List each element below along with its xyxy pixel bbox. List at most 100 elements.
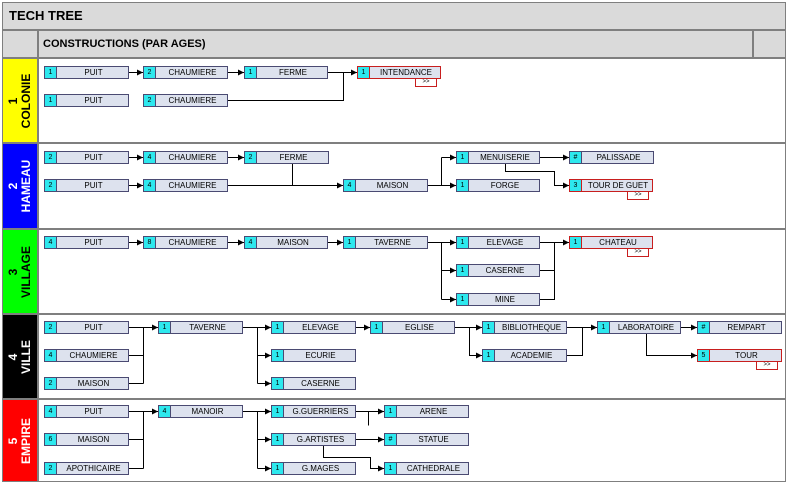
building-node[interactable]: 4 MAISON — [244, 236, 328, 249]
node-label: ELEVAGE — [302, 323, 339, 332]
count-badge: 2 — [144, 67, 156, 78]
count-badge: 1 — [385, 463, 397, 474]
node-label: G.GUERRIERS — [292, 407, 349, 416]
count-badge: 1 — [385, 406, 397, 417]
node-label: PUIT — [84, 238, 103, 247]
node-label: TAVERNE — [374, 238, 411, 247]
subheader-right-cell — [753, 30, 786, 58]
node-label: CHAUMIERE — [168, 181, 217, 190]
count-badge: 2 — [144, 95, 156, 106]
expand-arrow-icon[interactable]: >> — [627, 249, 649, 257]
count-badge: 2 — [245, 152, 257, 163]
count-badge: 4 — [45, 350, 57, 361]
building-node[interactable]: 4 CHAUMIERE — [44, 349, 129, 362]
count-badge: # — [570, 152, 582, 163]
node-label: PUIT — [84, 407, 103, 416]
node-label: PUIT — [84, 153, 103, 162]
building-node[interactable]: 1 G.GUERRIERS — [271, 405, 356, 418]
building-node[interactable]: # STATUE — [384, 433, 469, 446]
building-node[interactable]: #REMPART — [697, 321, 782, 334]
node-label: FERME — [279, 153, 308, 162]
node-label: ACADEMIE — [510, 351, 553, 360]
count-badge: 1 — [245, 67, 257, 78]
node-label: CASERNE — [485, 266, 525, 275]
building-node[interactable]: 1 PUIT — [44, 66, 129, 79]
node-label: MENUISERIE — [480, 153, 530, 162]
count-badge: 1 — [45, 95, 57, 106]
node-label: CHAUMIERE — [168, 238, 217, 247]
node-label: TOUR — [735, 351, 758, 360]
building-node[interactable]: 1 ELEVAGE — [271, 321, 356, 334]
expand-arrow-icon[interactable]: >> — [627, 192, 649, 200]
node-label: BIBLIOTHEQUE — [501, 323, 562, 332]
building-node[interactable]: #PALISSADE — [569, 151, 654, 164]
building-node[interactable]: 5 TOUR — [697, 349, 782, 362]
count-badge: 1 — [272, 322, 284, 333]
node-label: STATUE — [418, 435, 449, 444]
building-node[interactable]: 1 MENUISERIE — [456, 151, 540, 164]
expand-arrow-icon[interactable]: >> — [756, 362, 778, 370]
count-badge: 1 — [45, 67, 57, 78]
node-label: PUIT — [84, 68, 103, 77]
count-badge: 1 — [272, 406, 284, 417]
node-label: CHAUMIERE — [69, 351, 118, 360]
building-node[interactable]: 1 ACADEMIE — [482, 349, 567, 362]
count-badge: 4 — [159, 406, 171, 417]
count-badge: 1 — [483, 350, 495, 361]
count-badge: 1 — [457, 152, 469, 163]
node-label: PUIT — [84, 181, 103, 190]
node-label: G.ARTISTES — [296, 435, 345, 444]
building-node[interactable]: 2 FERME — [244, 151, 329, 164]
node-label: FORGE — [490, 181, 520, 190]
count-badge: 4 — [245, 237, 257, 248]
count-badge: 5 — [698, 350, 710, 361]
section-title: CONSTRUCTIONS (PAR AGES) — [38, 30, 753, 58]
building-node[interactable]: 4 PUIT — [44, 405, 129, 418]
node-label: ECURIE — [305, 351, 336, 360]
node-label: PUIT — [84, 323, 103, 332]
node-label: MAISON — [277, 238, 309, 247]
node-label: APOTHICAIRE — [66, 464, 121, 473]
node-label: MAISON — [77, 379, 110, 388]
count-badge: 4 — [45, 406, 57, 417]
expand-arrow-icon[interactable]: >> — [415, 79, 437, 87]
count-badge: 3 — [570, 180, 582, 191]
count-badge: # — [385, 434, 397, 445]
